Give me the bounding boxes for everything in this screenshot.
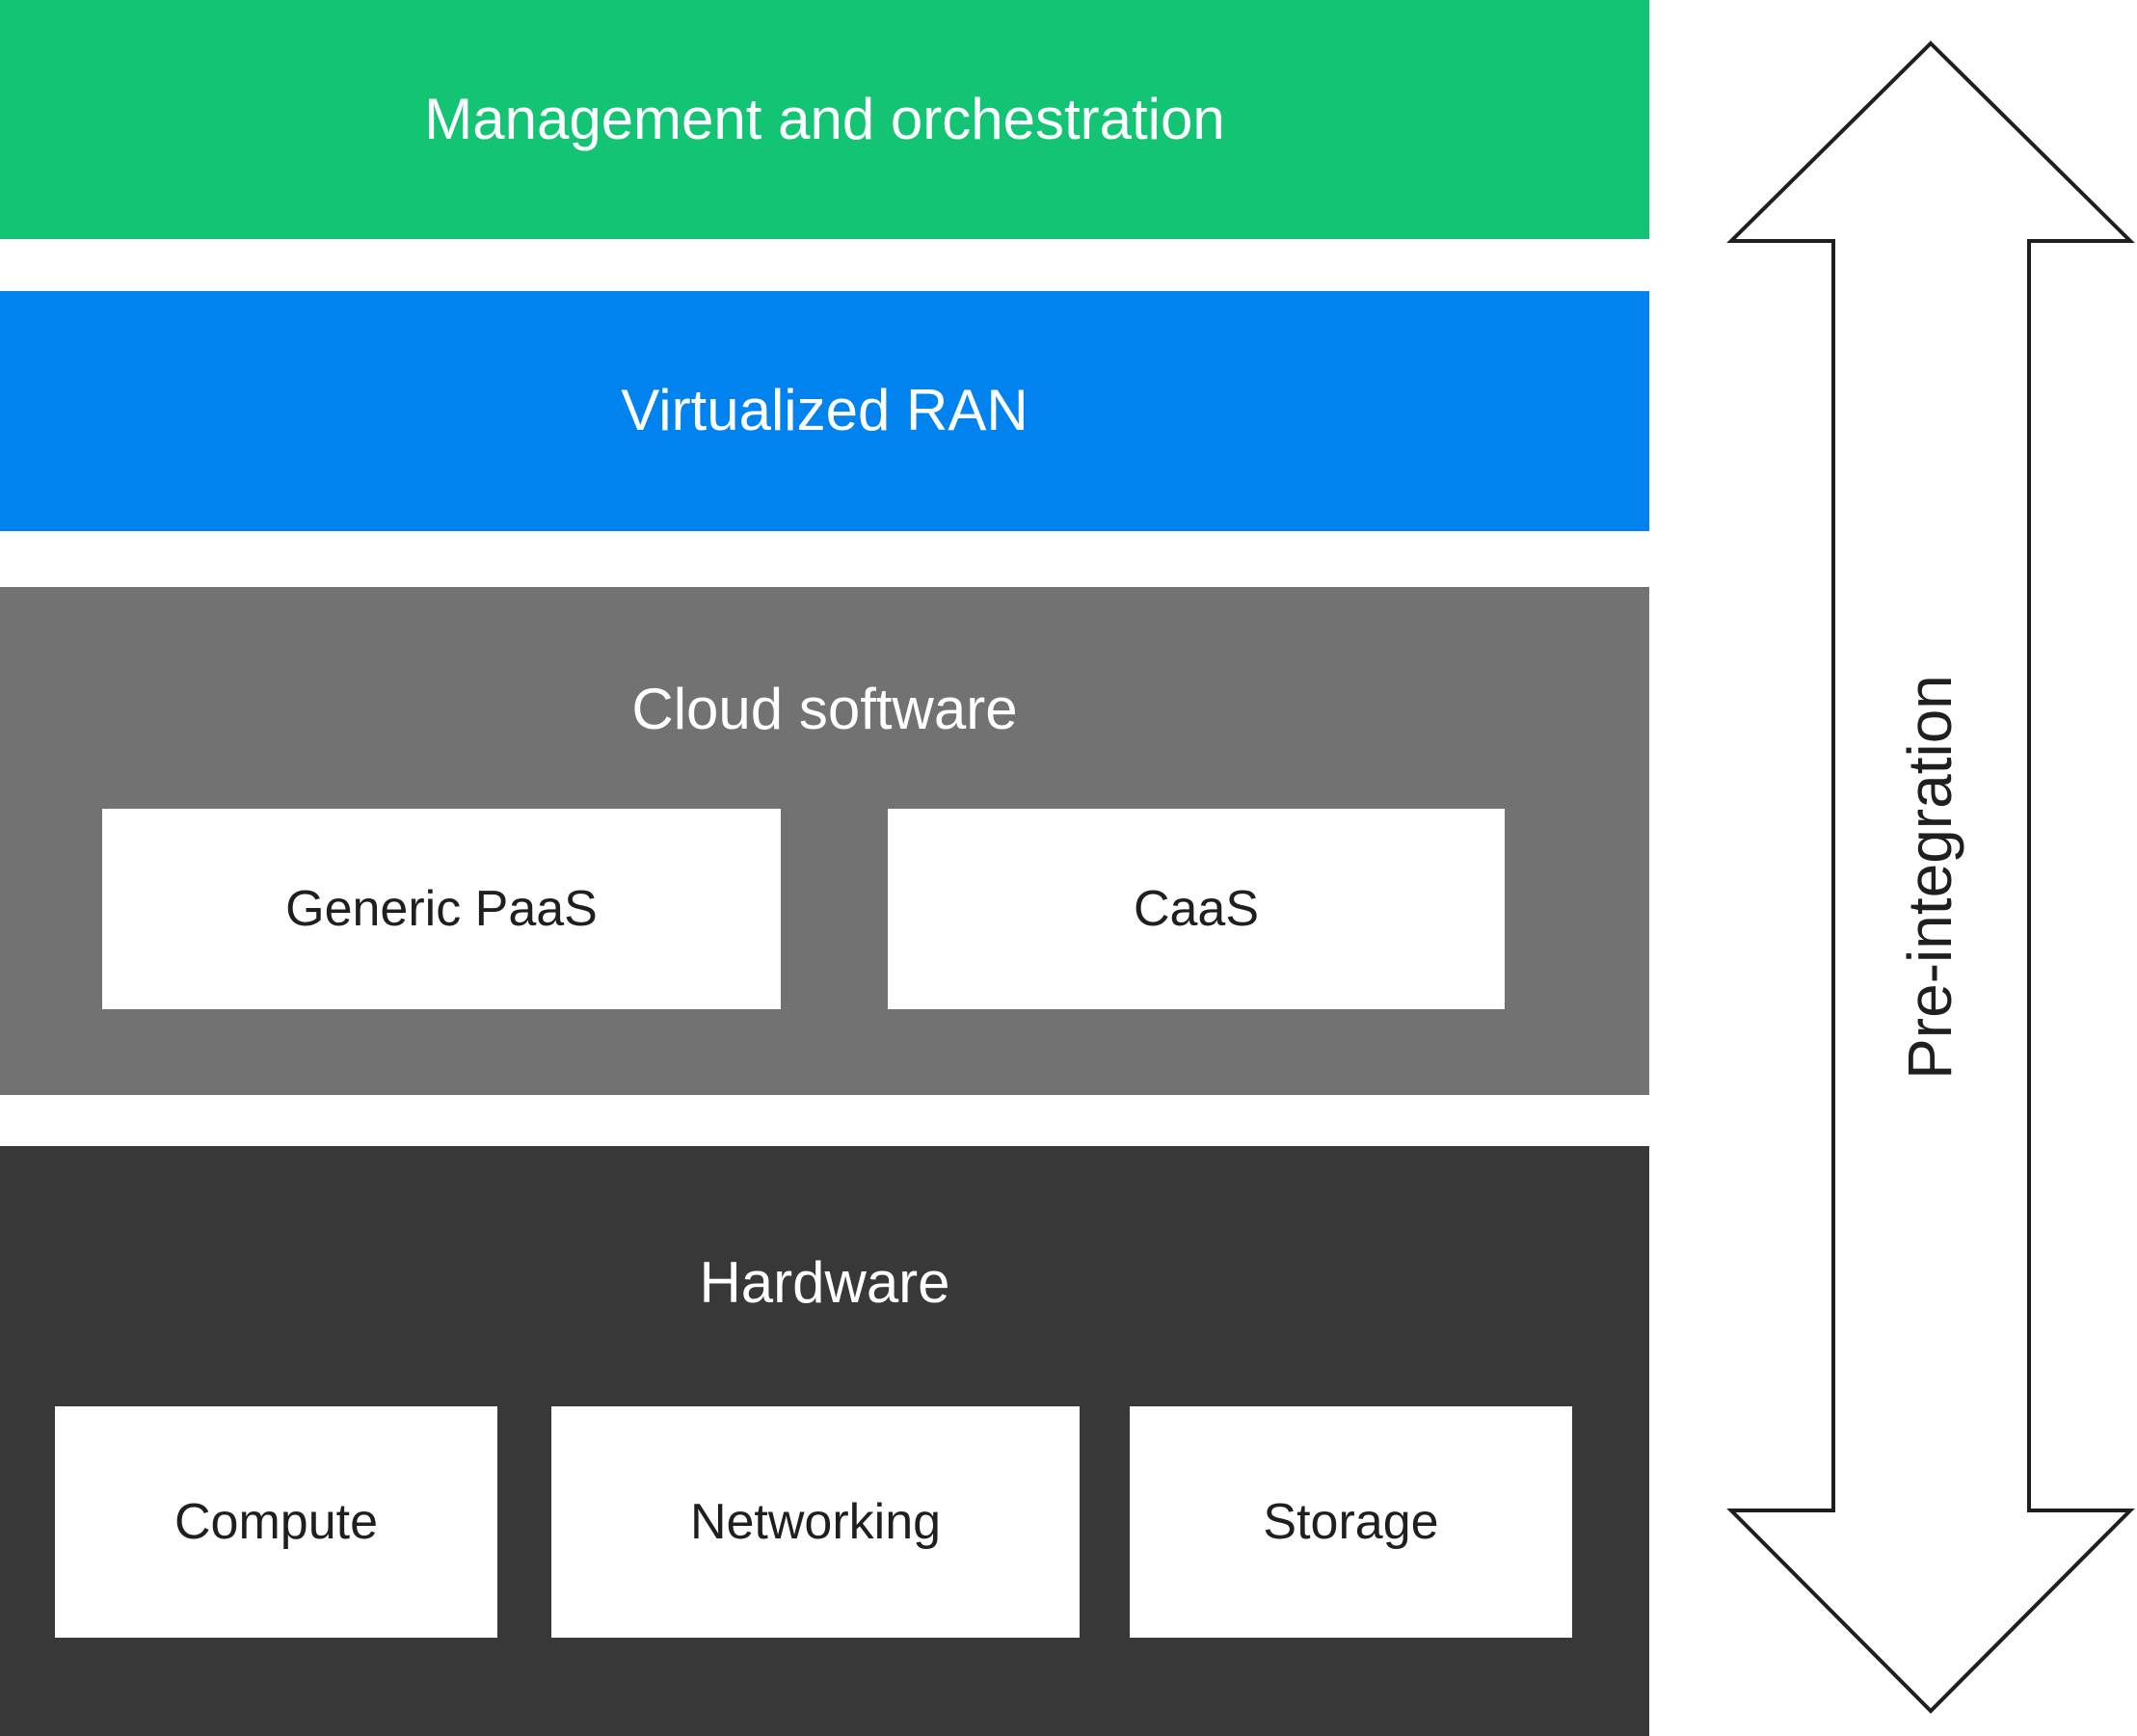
hardware-label: Hardware [699, 1250, 950, 1315]
management-orchestration-layer: Management and orchestration [0, 0, 1649, 239]
compute-box: Compute [55, 1406, 497, 1638]
virtualized-ran-layer: Virtualized RAN [0, 291, 1649, 531]
networking-box: Networking [551, 1406, 1080, 1638]
storage-label: Storage [1263, 1494, 1439, 1550]
caas-label: CaaS [1133, 881, 1260, 937]
pre-integration-arrow: Pre-integration [1725, 39, 2135, 1716]
cloud-software-label: Cloud software [631, 677, 1018, 741]
storage-box: Storage [1130, 1406, 1572, 1638]
management-orchestration-label: Management and orchestration [424, 87, 1225, 151]
caas-box: CaaS [888, 809, 1505, 1009]
double-arrow-icon [1726, 40, 2135, 1714]
virtualized-ran-label: Virtualized RAN [621, 378, 1028, 442]
hardware-layer: Hardware Compute Networking Storage [0, 1146, 1649, 1736]
cloud-software-layer: Cloud software Generic PaaS CaaS [0, 587, 1649, 1095]
pre-integration-label: Pre-integration [1895, 675, 1964, 1080]
compute-label: Compute [174, 1494, 378, 1550]
generic-paas-label: Generic PaaS [285, 881, 598, 937]
generic-paas-box: Generic PaaS [102, 809, 781, 1009]
networking-label: Networking [689, 1494, 942, 1550]
